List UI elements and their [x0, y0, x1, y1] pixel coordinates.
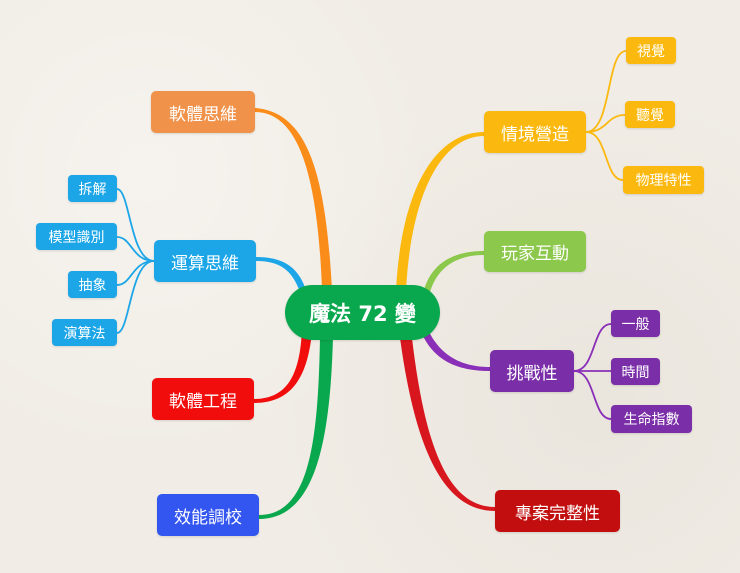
- node-audio[interactable]: 聽覺: [625, 101, 675, 128]
- node-label: 拆解: [78, 181, 107, 198]
- node-performance-tuning[interactable]: 效能調校: [157, 494, 259, 536]
- link-computational-thinking: [256, 257, 306, 292]
- node-software-thinking[interactable]: 軟體思維: [151, 91, 255, 133]
- node-label: 挑戰性: [506, 363, 558, 384]
- node-physics[interactable]: 物理特性: [623, 166, 704, 194]
- node-player-interaction[interactable]: 玩家互動: [484, 231, 586, 272]
- node-abstraction[interactable]: 抽象: [68, 271, 117, 298]
- node-label: 情境營造: [501, 124, 569, 145]
- root-label: 魔法 72 變: [309, 301, 416, 326]
- root-node[interactable]: 魔法 72 變: [285, 285, 440, 340]
- node-label: 聽覺: [636, 107, 664, 124]
- node-visual[interactable]: 視覺: [626, 37, 676, 64]
- links-computational-children: [116, 188, 155, 334]
- node-label: 軟體工程: [169, 391, 237, 412]
- node-scenario-building[interactable]: 情境營造: [484, 111, 586, 153]
- node-label: 專案完整性: [515, 503, 600, 524]
- node-algorithm[interactable]: 演算法: [52, 319, 117, 346]
- node-label: 抽象: [78, 277, 107, 294]
- node-label: 軟體思維: [169, 104, 237, 125]
- node-time[interactable]: 時間: [611, 358, 660, 385]
- node-pattern-recognition[interactable]: 模型識別: [36, 223, 117, 250]
- node-label: 視覺: [637, 43, 665, 60]
- node-label: 時間: [621, 364, 650, 381]
- link-software-engineering: [254, 330, 312, 403]
- link-scenario-building: [396, 132, 484, 290]
- node-label: 效能調校: [174, 507, 242, 528]
- node-computational-thinking[interactable]: 運算思維: [154, 240, 256, 282]
- links-challenge-children: [573, 323, 612, 420]
- node-decomposition[interactable]: 拆解: [68, 175, 117, 202]
- links-scenario-children: [585, 50, 627, 181]
- node-project-completeness[interactable]: 專案完整性: [495, 490, 620, 532]
- link-project-completeness: [400, 338, 495, 511]
- node-label: 玩家互動: [501, 244, 569, 264]
- node-general[interactable]: 一般: [611, 310, 660, 337]
- node-label: 一般: [621, 316, 650, 333]
- link-software-thinking: [255, 108, 332, 290]
- node-label: 運算思維: [171, 253, 239, 274]
- node-label: 物理特性: [635, 173, 692, 189]
- node-software-engineering[interactable]: 軟體工程: [152, 378, 254, 420]
- link-challenge: [422, 330, 490, 371]
- node-label: 生命指數: [623, 412, 680, 428]
- link-performance-tuning: [259, 338, 333, 519]
- link-player-interaction: [424, 251, 484, 292]
- node-label: 演算法: [63, 325, 106, 342]
- node-challenge[interactable]: 挑戰性: [490, 350, 574, 392]
- node-life-index[interactable]: 生命指數: [611, 405, 692, 433]
- node-label: 模型識別: [48, 229, 105, 246]
